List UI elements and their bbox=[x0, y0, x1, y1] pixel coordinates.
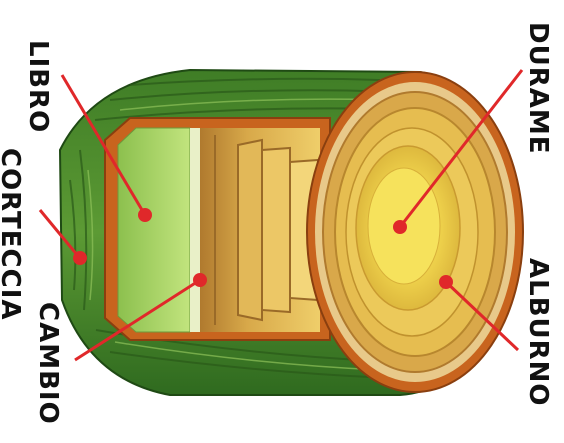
label-alburno: ALBURNO bbox=[523, 258, 553, 407]
label-libro: LIBRO bbox=[23, 40, 53, 133]
label-durame: DURAME bbox=[523, 22, 553, 154]
inner-cut-section bbox=[105, 118, 330, 340]
trunk-end-face bbox=[307, 72, 523, 392]
label-cambio: CAMBIO bbox=[33, 302, 63, 425]
label-corteccia: CORTECCIA bbox=[0, 148, 25, 321]
